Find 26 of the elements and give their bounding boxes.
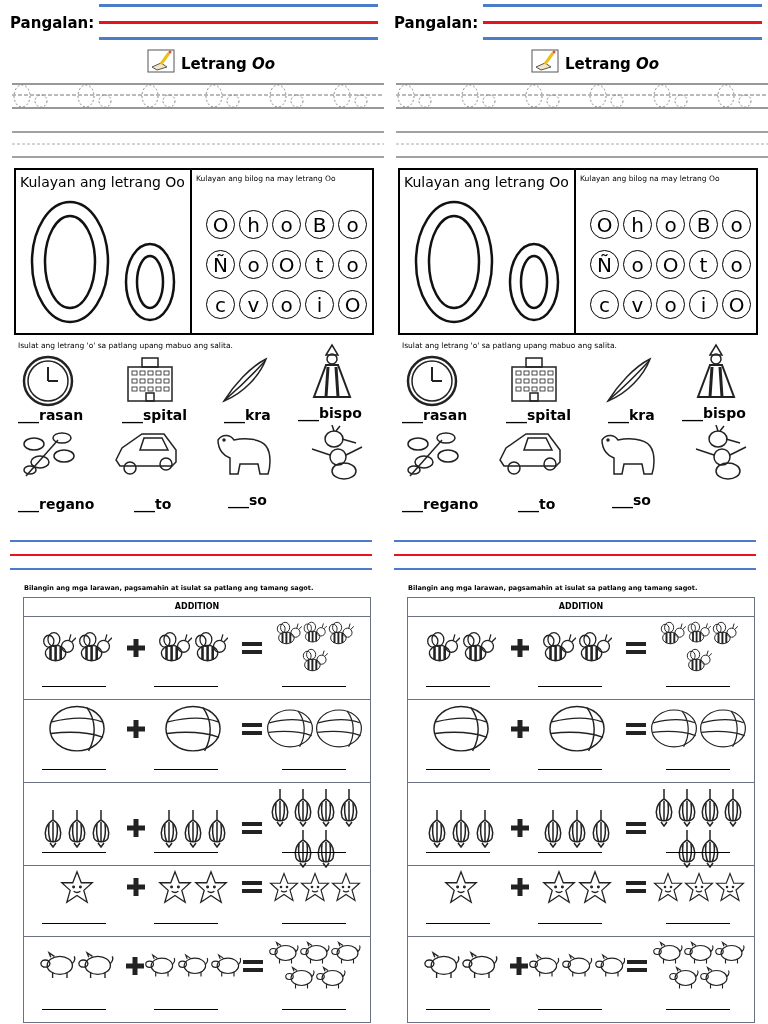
worksheet-title: Letrang Oo [565, 54, 660, 75]
name-label: Pangalan: [394, 13, 479, 34]
word-blank: ___rasan [402, 406, 468, 426]
table-header: ADDITION [23, 597, 371, 617]
coloring-panel [398, 168, 576, 335]
word-blank: ___kra [224, 406, 271, 426]
worksheet-title: Letrang Oo [181, 54, 276, 75]
table-header: ADDITION [407, 597, 755, 617]
word-blank: ___to [134, 495, 172, 515]
word-blank: ___spital [122, 406, 188, 426]
word-blank: ___rasan [18, 406, 84, 426]
word-blank: ___so [612, 491, 651, 511]
word-blank: ___so [228, 491, 267, 511]
circle-panel [190, 168, 374, 335]
word-blank: ___regano [18, 495, 95, 515]
word-blank: ___kra [608, 406, 655, 426]
coloring-panel [14, 168, 192, 335]
panel-heading: Kulayan ang letrang Oo [404, 174, 570, 192]
word-blank: ___bispo [298, 404, 362, 424]
name-label: Pangalan: [10, 13, 95, 34]
word-blank: ___bispo [682, 404, 746, 424]
circle-panel [574, 168, 758, 335]
panel-heading: Kulayan ang letrang Oo [20, 174, 186, 192]
word-blank: ___regano [402, 495, 479, 515]
word-blank: ___spital [506, 406, 572, 426]
word-blank: ___to [518, 495, 556, 515]
